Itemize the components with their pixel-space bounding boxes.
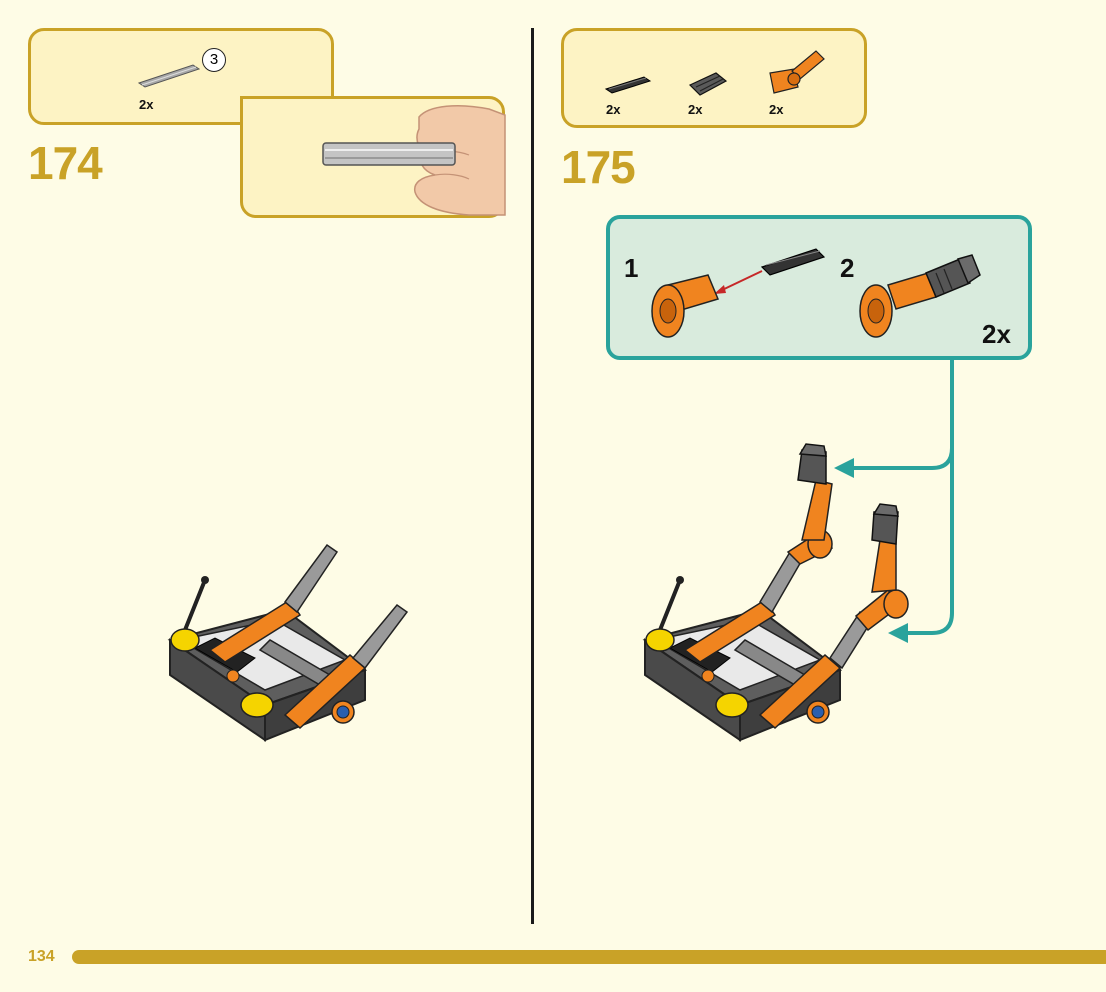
part-quantity: 2x <box>688 102 703 117</box>
pointer-arrowhead <box>834 458 854 478</box>
column-divider <box>531 28 534 924</box>
substep1-illustration <box>651 248 826 338</box>
gray-axle-icon <box>137 64 201 88</box>
axle-detail-box <box>240 96 506 218</box>
insert-arrow <box>714 285 726 294</box>
part-quantity: 2x <box>606 102 621 117</box>
callout-multiplier: 2x <box>982 319 1011 349</box>
orange-angle-connector-icon <box>769 50 825 94</box>
dark-gray-connector-icon <box>688 72 728 96</box>
yellow-button <box>170 628 200 652</box>
axle-held-in-fingers-icon <box>322 104 506 216</box>
substep-number-2: 2 <box>840 253 855 283</box>
parts-box-174: 3 2x <box>28 28 334 125</box>
part-quantity: 2x <box>769 102 784 117</box>
footer-bar <box>72 950 1106 964</box>
yellow-button <box>240 692 274 718</box>
callout-pointer-lines <box>834 358 954 643</box>
page-number: 134 <box>28 948 55 965</box>
step-number-174: 174 <box>28 137 103 189</box>
model-illustration-174 <box>167 543 409 742</box>
part-quantity: 2x <box>139 97 154 112</box>
black-axle-icon <box>604 76 652 94</box>
axle-length-badge: 3 <box>202 48 226 72</box>
step-number-175: 175 <box>561 141 636 193</box>
parts-box-175: 2x 2x 2x <box>561 28 867 128</box>
pointer-arrowhead <box>888 623 908 643</box>
sub-assembly-callout: 1 2 2x <box>606 215 1032 360</box>
model-illustration-175 <box>642 443 909 742</box>
substep2-illustration <box>859 254 981 338</box>
substep-number-1: 1 <box>624 253 639 283</box>
